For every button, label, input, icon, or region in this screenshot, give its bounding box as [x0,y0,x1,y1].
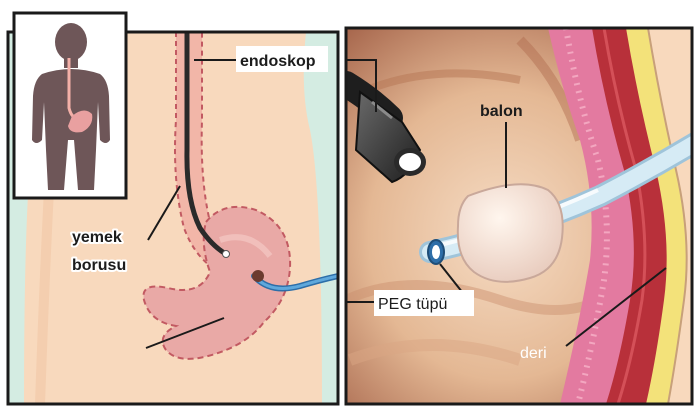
peg-tube-label-bg [374,290,474,316]
skin-layer [648,28,692,404]
left-panel-border [6,30,340,406]
right-panel [344,26,694,406]
stomach [142,206,292,360]
right-panel-border [344,26,694,406]
endoscope-label: endoskop [240,53,316,70]
peg-tube-label: PEG tüpü [378,296,447,313]
stomach-leader [145,317,225,349]
endoscope-leader-right [346,59,377,112]
balloon [456,183,564,283]
left-panel: yemek borusu [6,11,340,406]
skin-label: deri [520,345,547,362]
endoscope-tube [184,32,229,257]
endoscope-head [354,90,426,184]
endoscope-light-icon [399,153,421,171]
person-inset [12,11,128,200]
skin-leader [565,267,667,347]
endoscope-label-bg [236,46,328,72]
esophagus-leader [147,185,181,241]
peg-bumper [252,270,264,282]
esophagus-label-2: borusu [72,257,126,274]
peg-tube-left [252,274,338,290]
endoscope-tip-light-icon [222,250,230,258]
esophagus-label-1: yemek [72,229,122,246]
balloon-label: balon [480,103,523,120]
